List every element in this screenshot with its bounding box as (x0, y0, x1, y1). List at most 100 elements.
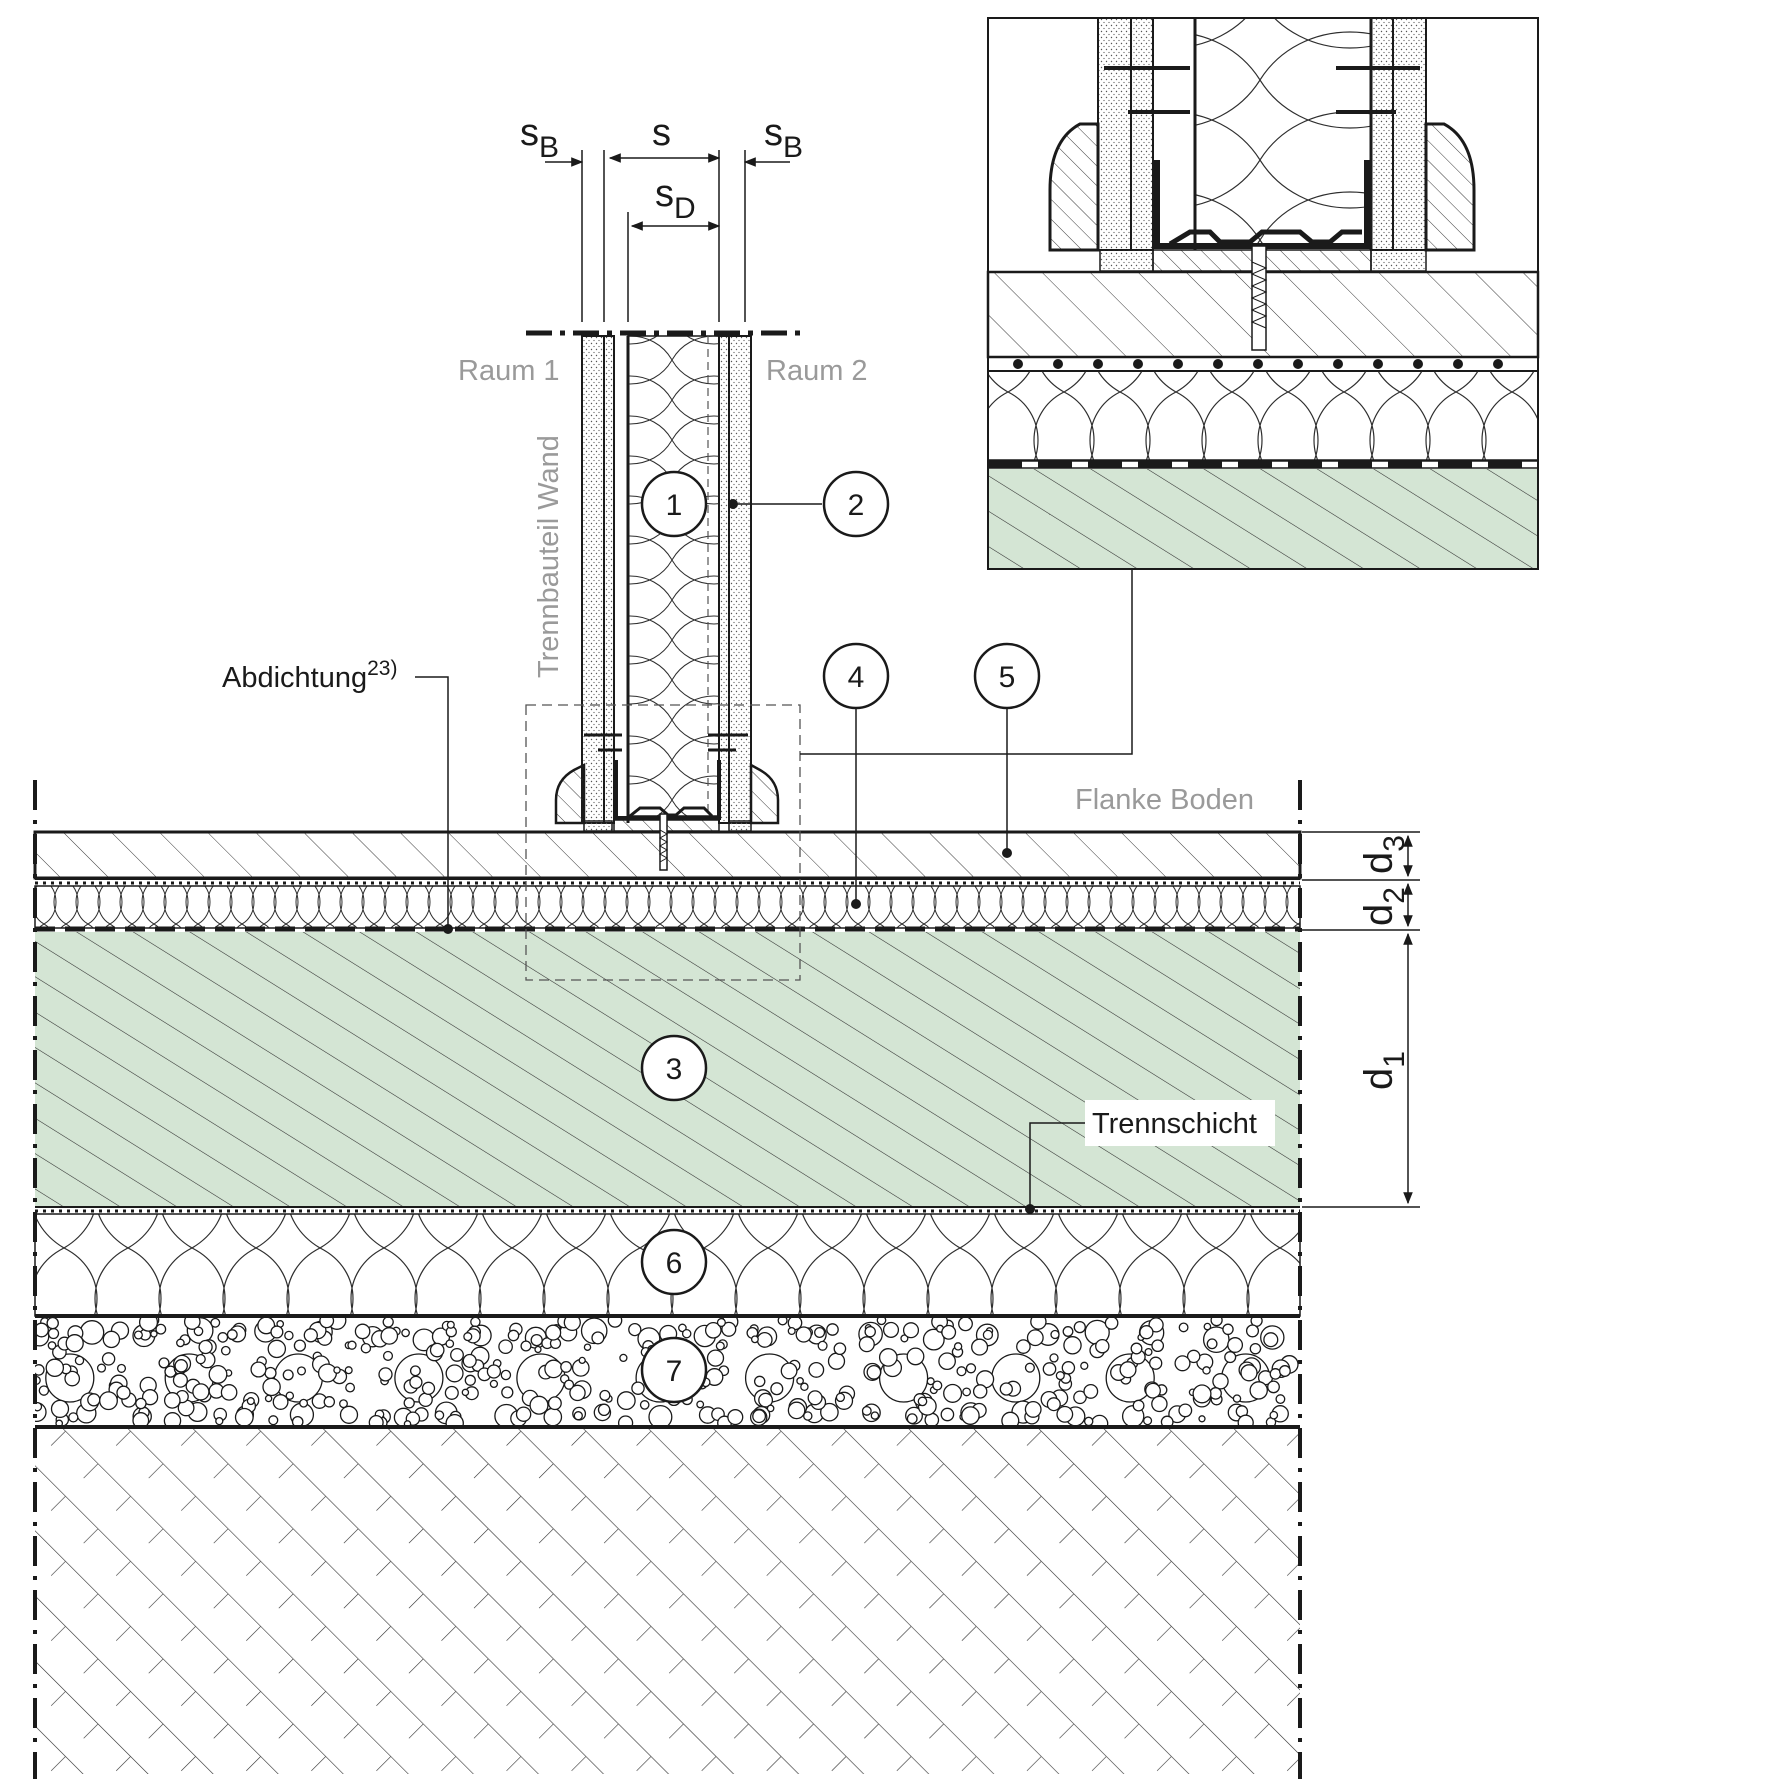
gravel-stone (1046, 1397, 1061, 1412)
caption-abdichtung: Abdichtung23) (222, 657, 397, 694)
gravel-stone (1210, 1318, 1223, 1327)
gravel-stone (617, 1415, 634, 1426)
gravel-stone (1026, 1329, 1044, 1347)
gravel-stone (421, 1381, 436, 1395)
gravel-stone (817, 1340, 828, 1351)
inset-right-board-outer (1392, 17, 1427, 251)
gravel-stone (445, 1413, 464, 1426)
gravel-stone (1174, 1355, 1191, 1372)
gravel-stone (272, 1394, 289, 1410)
gravel-stone (1132, 1399, 1145, 1412)
callout-circle-5 (973, 642, 1041, 710)
gravel-stone (138, 1318, 159, 1332)
gravel-stone (344, 1366, 353, 1375)
gravel-stone (470, 1318, 481, 1328)
partition-wall (554, 335, 780, 871)
gravel-stone (780, 1362, 798, 1380)
inset-screws (1104, 66, 1420, 114)
callout-circle-1 (640, 470, 708, 538)
gravel-stone (941, 1324, 957, 1340)
gravel-stone (195, 1353, 206, 1365)
gravel-stone (628, 1322, 642, 1337)
gravel-stone (35, 1364, 45, 1376)
screed-dot (1373, 359, 1383, 369)
gravel-stone (250, 1361, 267, 1378)
gravel-stone (715, 1341, 725, 1351)
gravel-stone (174, 1359, 188, 1373)
gravel-stone (982, 1329, 994, 1341)
gravel-stone (1083, 1383, 1099, 1399)
gravel-layer (35, 1318, 1299, 1426)
gravel-stone (932, 1380, 943, 1391)
callout-leaders (415, 503, 1087, 1209)
gravel-stone (354, 1323, 371, 1340)
gravel-stone (560, 1360, 573, 1373)
leader-dots (443, 499, 1035, 1214)
gravel-stone (953, 1342, 963, 1351)
gravel-stone (1212, 1373, 1229, 1390)
gravel-stone (150, 1330, 158, 1338)
gravel-stone (507, 1329, 520, 1342)
gravel-stone (409, 1375, 423, 1389)
gravel-stone (902, 1322, 920, 1339)
gravel-stone (264, 1366, 277, 1380)
gravel-stone (882, 1321, 900, 1338)
gravel-stone (74, 1355, 85, 1366)
label-s-b-right: sB (764, 112, 803, 164)
gravel-stone (464, 1374, 476, 1386)
label-d1: d1 (1357, 1051, 1411, 1090)
gravel-stone (1144, 1347, 1153, 1357)
gravel-stone (176, 1338, 185, 1348)
gravel-stone (753, 1375, 766, 1388)
gravel-stone (317, 1363, 338, 1383)
gravel-stone (193, 1326, 204, 1337)
screed-dot (1413, 359, 1423, 369)
gravel-stone (1139, 1325, 1154, 1340)
callout-number-2: 2 (848, 489, 865, 522)
inset-dowel (1251, 245, 1267, 351)
gravel-stone (866, 1364, 882, 1380)
gravel-stone (870, 1411, 880, 1420)
gravel-stone (543, 1407, 563, 1426)
gravel-stone (462, 1353, 477, 1368)
gravel-stone (1073, 1390, 1087, 1405)
gravel-stone (1149, 1356, 1163, 1370)
gravel-stone (1192, 1384, 1212, 1404)
gravel-stone (807, 1390, 823, 1406)
caption-trennschicht: Trennschicht (1092, 1108, 1257, 1140)
gravel-stone (820, 1402, 839, 1422)
gravel-stone (971, 1338, 989, 1356)
caption-raum-1: Raum 1 (458, 355, 560, 387)
gravel-stone (826, 1323, 839, 1336)
gravel-stone (220, 1345, 231, 1356)
gravel-stone (1143, 1416, 1153, 1426)
gravel-stone (226, 1329, 238, 1341)
gravel-stone (1095, 1338, 1110, 1354)
gravel-stone (800, 1382, 809, 1392)
gravel-stone (563, 1318, 581, 1332)
gravel-stone (99, 1391, 118, 1411)
gravel-stone (787, 1401, 806, 1420)
gravel-stone (607, 1318, 623, 1328)
gravel-stone (1232, 1394, 1242, 1403)
gravel-stone (299, 1398, 309, 1408)
gravel-stone (155, 1323, 167, 1335)
gravel-stone (461, 1388, 470, 1397)
screed-dot (1293, 359, 1303, 369)
gravel-stone (380, 1327, 399, 1345)
screed-dot (1053, 359, 1063, 369)
gravel-stone (681, 1328, 692, 1339)
gravel-stone (1016, 1339, 1031, 1354)
skirting-right (749, 762, 780, 825)
gravel-stone (401, 1328, 410, 1338)
gravel-stone (38, 1385, 50, 1396)
gravel-stone (1278, 1365, 1291, 1377)
gravel-stone (563, 1379, 575, 1390)
gravel-stone (257, 1318, 276, 1335)
gravel-stone (1151, 1395, 1168, 1413)
screed-dot (1333, 359, 1343, 369)
gravel-stone (858, 1336, 875, 1353)
gravel-stone (534, 1345, 542, 1354)
inset-cavity-insulation (1195, 18, 1371, 250)
